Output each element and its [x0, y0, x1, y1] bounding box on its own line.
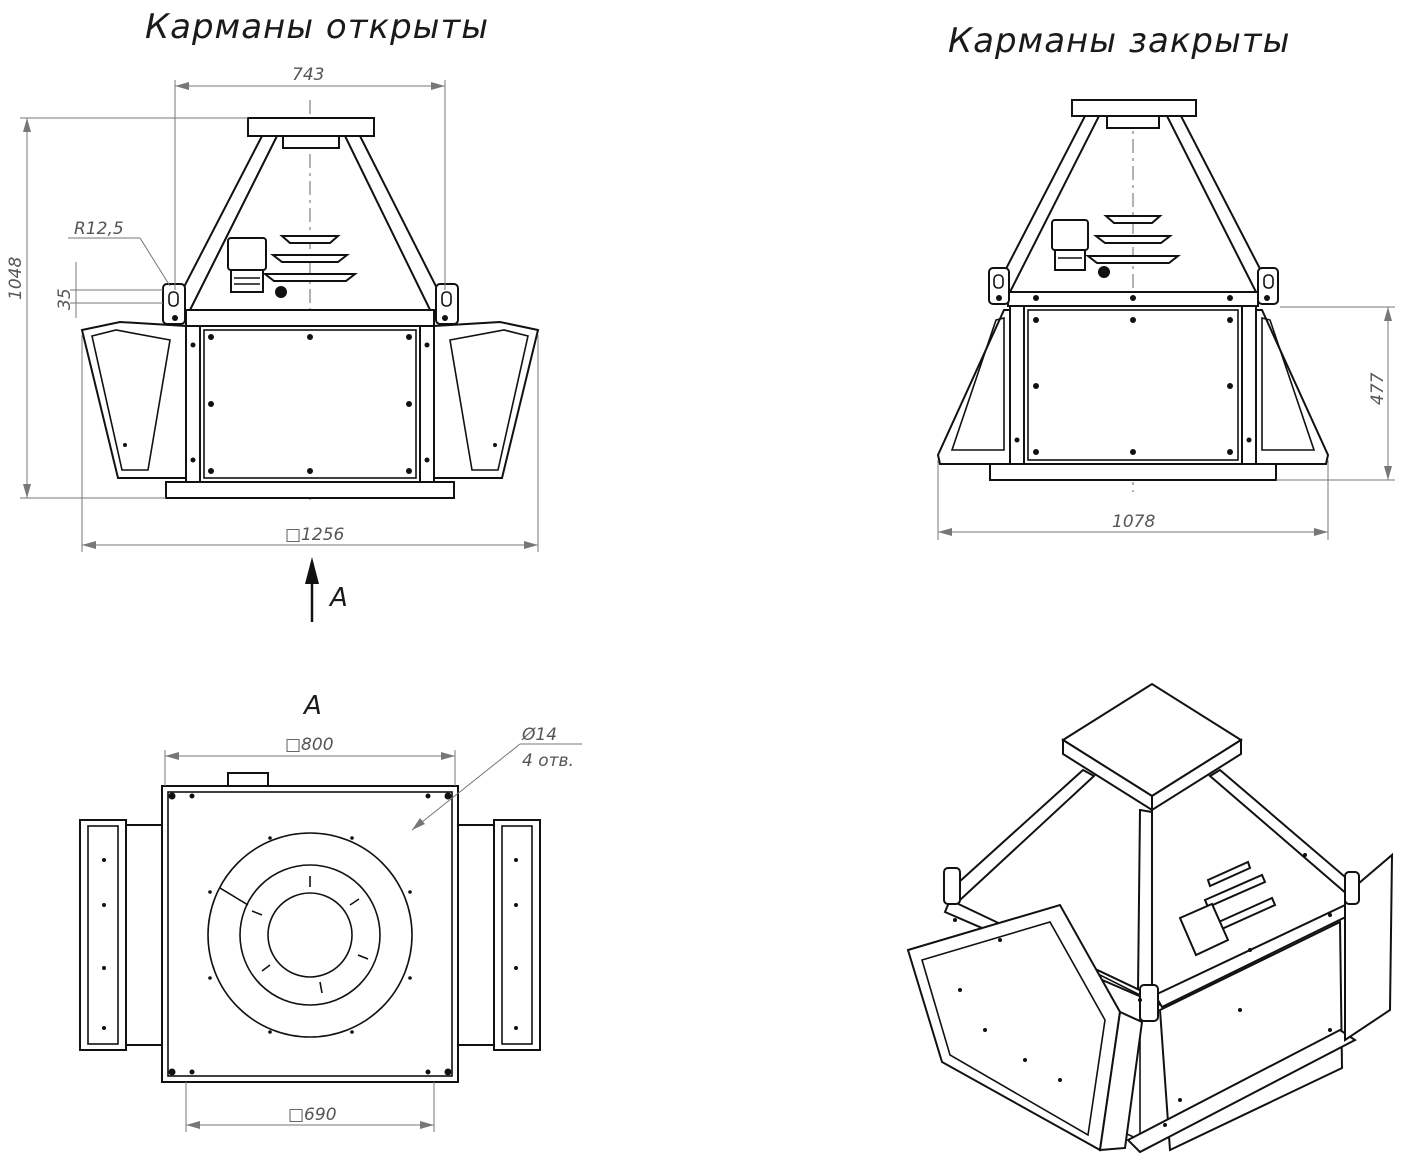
bottom-frame	[161, 785, 459, 1083]
iso-pocket-open	[906, 903, 1122, 1152]
cable-entry	[275, 286, 287, 298]
iso-leg-front	[1136, 808, 1153, 991]
terminal-gland-closed	[1054, 249, 1086, 271]
dim-690: □690	[288, 1105, 337, 1125]
top-cap	[247, 117, 375, 137]
pocket-bottom-right	[493, 819, 541, 1051]
right-leg-closed	[1165, 115, 1274, 293]
dims-front-closed: 477 1078	[937, 306, 1395, 540]
louver-3	[262, 273, 358, 282]
iso-lug-right	[1344, 871, 1360, 905]
dim-1256: □1256	[285, 525, 345, 545]
cap-bracket-closed	[1106, 115, 1160, 129]
front-view-closed	[936, 99, 1330, 492]
cable-entry-closed	[1098, 266, 1110, 278]
impeller-blades	[251, 876, 369, 994]
iso-lug-front	[1139, 984, 1159, 1022]
dim-35: 35	[55, 288, 75, 310]
dim-477: 477	[1368, 372, 1388, 405]
louver-2	[270, 254, 350, 263]
louver-closed-3	[1085, 255, 1181, 264]
dim-hole-count: 4 отв.	[522, 751, 574, 771]
louver-closed-1	[1103, 215, 1163, 224]
iso-housing-right	[1158, 920, 1344, 1152]
fan-housing	[199, 325, 421, 483]
pocket-right-open	[433, 320, 540, 479]
iso-bolts	[953, 853, 1332, 1127]
isometric-view	[906, 682, 1394, 1154]
base-frame-closed	[989, 463, 1277, 481]
pocket-left-open	[80, 320, 187, 479]
terminal-gland	[230, 269, 264, 293]
bolts-front-open	[123, 315, 497, 474]
bottom-view-a	[79, 772, 541, 1083]
inlet-ring	[267, 892, 353, 978]
dim-hole-diameter: Ø14	[521, 725, 557, 745]
lug-right	[435, 283, 459, 325]
view-arrow-label: A	[328, 583, 348, 613]
front-view-open	[80, 100, 540, 505]
dim-1048: 1048	[6, 257, 26, 300]
impeller-middle-ring	[239, 864, 381, 1006]
title-pockets-open: Карманы открыты	[145, 7, 489, 47]
lug-left	[162, 283, 186, 325]
louver-1	[279, 235, 341, 244]
iso-louver-2	[1203, 873, 1267, 909]
iso-leg-left	[946, 768, 1096, 902]
top-cap-closed	[1071, 99, 1197, 117]
dims-bottom-view: □800 □690 Ø14 4 отв.	[164, 725, 582, 1132]
iso-lug-left	[943, 867, 961, 905]
dim-r12-5: R12,5	[74, 219, 124, 239]
fan-housing-closed	[1023, 305, 1243, 465]
cap-bracket	[282, 135, 340, 149]
impeller-outer-ring	[207, 832, 413, 1038]
iso-louver-1	[1206, 860, 1252, 888]
iso-base	[1126, 1028, 1357, 1154]
section-label-a: A	[302, 691, 322, 721]
terminal-box-closed	[1051, 219, 1089, 251]
louver-closed-2	[1093, 235, 1173, 244]
pocket-bottom-left	[79, 819, 127, 1051]
bolts-front-closed	[996, 295, 1270, 455]
base-frame	[165, 481, 455, 499]
motor-plate	[185, 309, 435, 327]
view-arrow-head	[305, 557, 319, 584]
dim-800: □800	[285, 735, 334, 755]
title-pockets-closed: Карманы закрыты	[948, 21, 1290, 61]
bolts-bottom	[102, 792, 518, 1076]
terminal-box	[227, 237, 267, 271]
bottom-terminal	[227, 772, 269, 788]
iso-terminal-box	[1178, 902, 1230, 957]
dim-1078: 1078	[1112, 512, 1155, 532]
dims-front-open: 743 1048 R12,5 35 □1256 A	[6, 65, 539, 622]
dim-743: 743	[292, 65, 324, 85]
